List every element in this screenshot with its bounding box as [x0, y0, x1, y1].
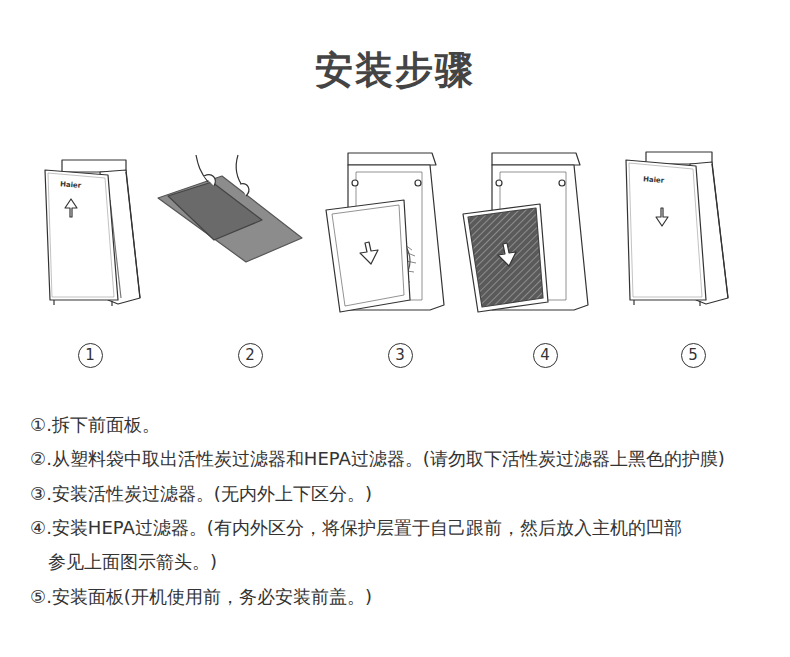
carbon-filter-install — [326, 153, 444, 312]
instruction-step: ④.安装HEPA过滤器。(有内外区分，将保护层置于自己跟前，然后放入主机的凹部 … — [30, 511, 750, 579]
brand-logo: Haier — [643, 175, 665, 184]
step-number: 1 — [85, 348, 95, 363]
step-number: 3 — [395, 348, 405, 363]
step-number: 5 — [688, 348, 698, 363]
instruction-step: ⑤.安装面板(开机使用前，务必安装前盖。) — [30, 580, 372, 614]
step-number: 4 — [540, 348, 550, 363]
step-number-circle: 2 — [238, 343, 263, 368]
filters-unpacking — [158, 155, 302, 262]
step-number-circle: 3 — [388, 343, 413, 368]
instruction-step: ③.安装活性炭过滤器。(无内外上下区分。) — [30, 477, 372, 511]
page-title: 安装步骤 — [315, 45, 475, 96]
step-number-circle: 4 — [533, 343, 558, 368]
purifier-front-install — [626, 152, 728, 306]
step-number-circle: 5 — [681, 343, 706, 368]
purifier-front-removal — [45, 160, 140, 306]
brand-logo: Haier — [60, 180, 82, 189]
hepa-filter-install — [463, 153, 588, 312]
step-number: 2 — [245, 348, 255, 363]
instruction-step: ①.拆下前面板。 — [30, 408, 160, 442]
instruction-step: ②.从塑料袋中取出活性炭过滤器和HEPA过滤器。(请勿取下活性炭过滤器上黑色的护… — [30, 442, 725, 476]
step-number-circle: 1 — [78, 343, 103, 368]
